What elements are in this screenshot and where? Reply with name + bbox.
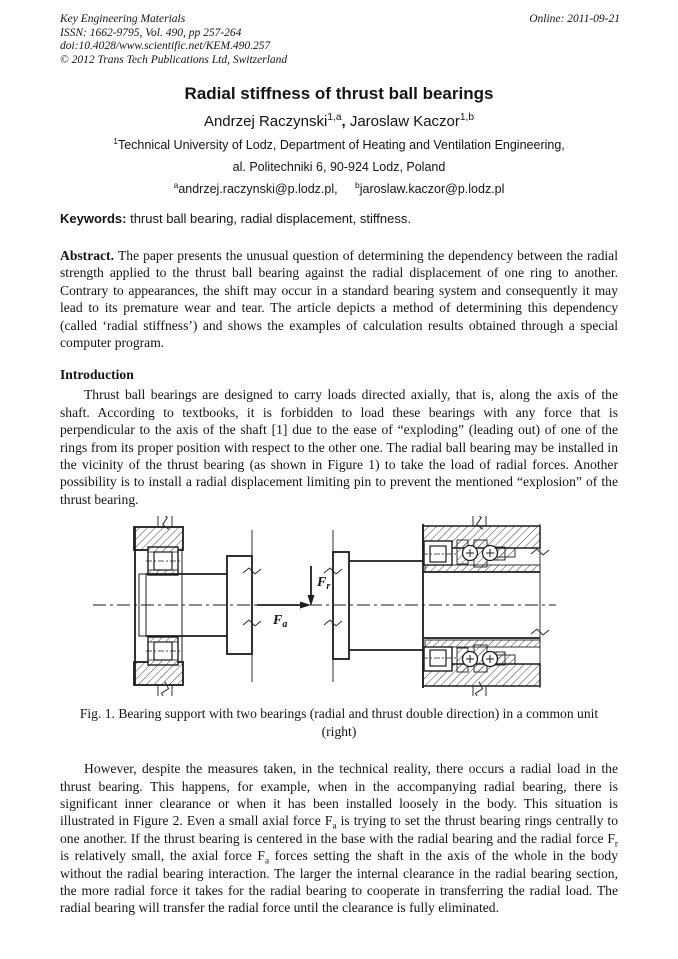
radial-force-arrow [307, 566, 315, 607]
paper-title: Radial stiffness of thrust ball bearings [184, 84, 494, 103]
keywords-line: Keywords: thrust ball bearing, radial di… [60, 211, 411, 226]
radial-force-label: Fr [316, 575, 330, 592]
section-heading-introduction: Introduction [60, 367, 134, 383]
affiliation-line-1: 1Technical University of Lodz, Departmen… [113, 135, 565, 152]
online-date: Online: 2011-09-21 [529, 13, 620, 25]
issn-line: ISSN: 1662-9795, Vol. 490, pp 257-264 [60, 26, 242, 39]
introduction-paragraph: Thrust ball bearings are designed to car… [60, 387, 618, 507]
figure-1: Fr Fa [81, 511, 597, 702]
copyright-line: © 2012 Trans Tech Publications Ltd, Swit… [60, 53, 288, 66]
author-emails: aandrzej.raczynski@p.lodz.pl, bjaroslaw.… [173, 179, 505, 196]
body-paragraph-2: However, despite the measures taken, in … [60, 761, 619, 916]
journal-name: Key Engineering Materials [60, 13, 186, 25]
authors-line: Andrzej Raczynski1,a, Jaroslaw Kaczor1,b [203, 112, 475, 130]
figure-caption: Fig. 1. Bearing support with two bearing… [40, 705, 638, 740]
journal-meta-block: Key Engineering Materials ISSN: 1662-979… [60, 13, 287, 67]
abstract-paragraph: Abstract. The paper presents the unusual… [60, 248, 618, 351]
axial-force-arrow [257, 601, 311, 609]
affiliation-line-2: al. Politechniki 6, 90-924 Lodz, Poland [232, 160, 446, 174]
journal-header: Key Engineering Materials ISSN: 1662-979… [0, 0, 678, 67]
figure-caption-line-1: Fig. 1. Bearing support with two bearing… [79, 706, 599, 722]
bearing-diagram: Fr Fa [93, 511, 556, 702]
axial-force-label: Fa [272, 613, 287, 630]
figure-caption-line-2: (right) [321, 723, 357, 739]
doi-line: doi:10.4028/www.scientific.net/KEM.490.2… [60, 40, 271, 52]
